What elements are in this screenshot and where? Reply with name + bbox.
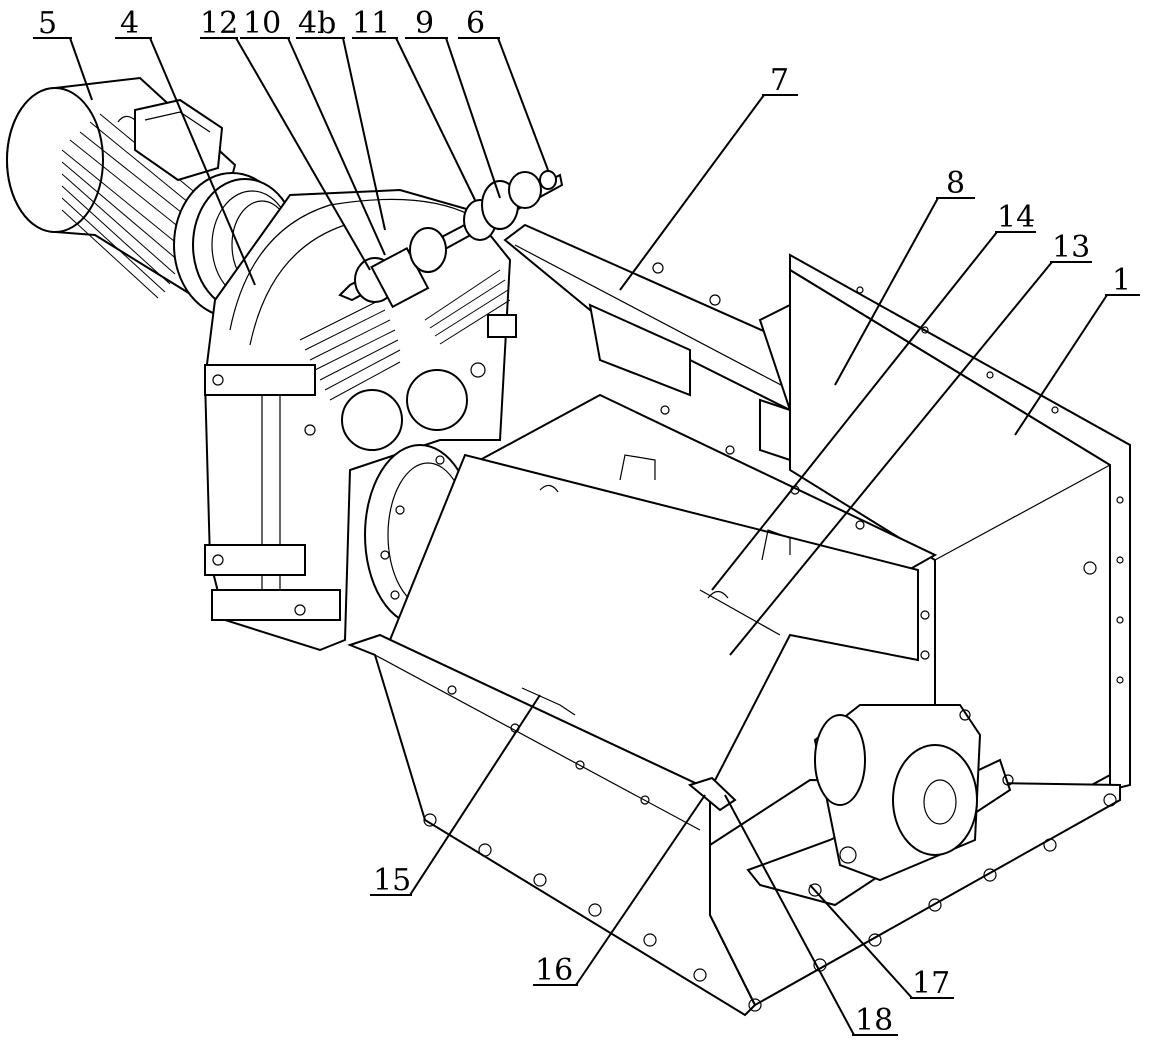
label-13: 13 bbox=[1052, 230, 1090, 265]
label-12: 12 bbox=[200, 6, 238, 41]
label-17: 17 bbox=[912, 966, 950, 1001]
label-1: 1 bbox=[1112, 263, 1131, 298]
label-4: 4 bbox=[120, 6, 139, 41]
label-18: 18 bbox=[855, 1003, 893, 1038]
label-15: 15 bbox=[373, 863, 411, 898]
label-9: 9 bbox=[415, 6, 434, 41]
label-7: 7 bbox=[770, 63, 789, 98]
label-16: 16 bbox=[535, 953, 573, 988]
label-6: 6 bbox=[466, 6, 485, 41]
label-8: 8 bbox=[946, 166, 965, 201]
label-10: 10 bbox=[243, 6, 281, 41]
label-4b: 4b bbox=[298, 6, 336, 41]
label-14: 14 bbox=[997, 200, 1035, 235]
label-5: 5 bbox=[38, 6, 57, 41]
label-11: 11 bbox=[352, 6, 390, 41]
